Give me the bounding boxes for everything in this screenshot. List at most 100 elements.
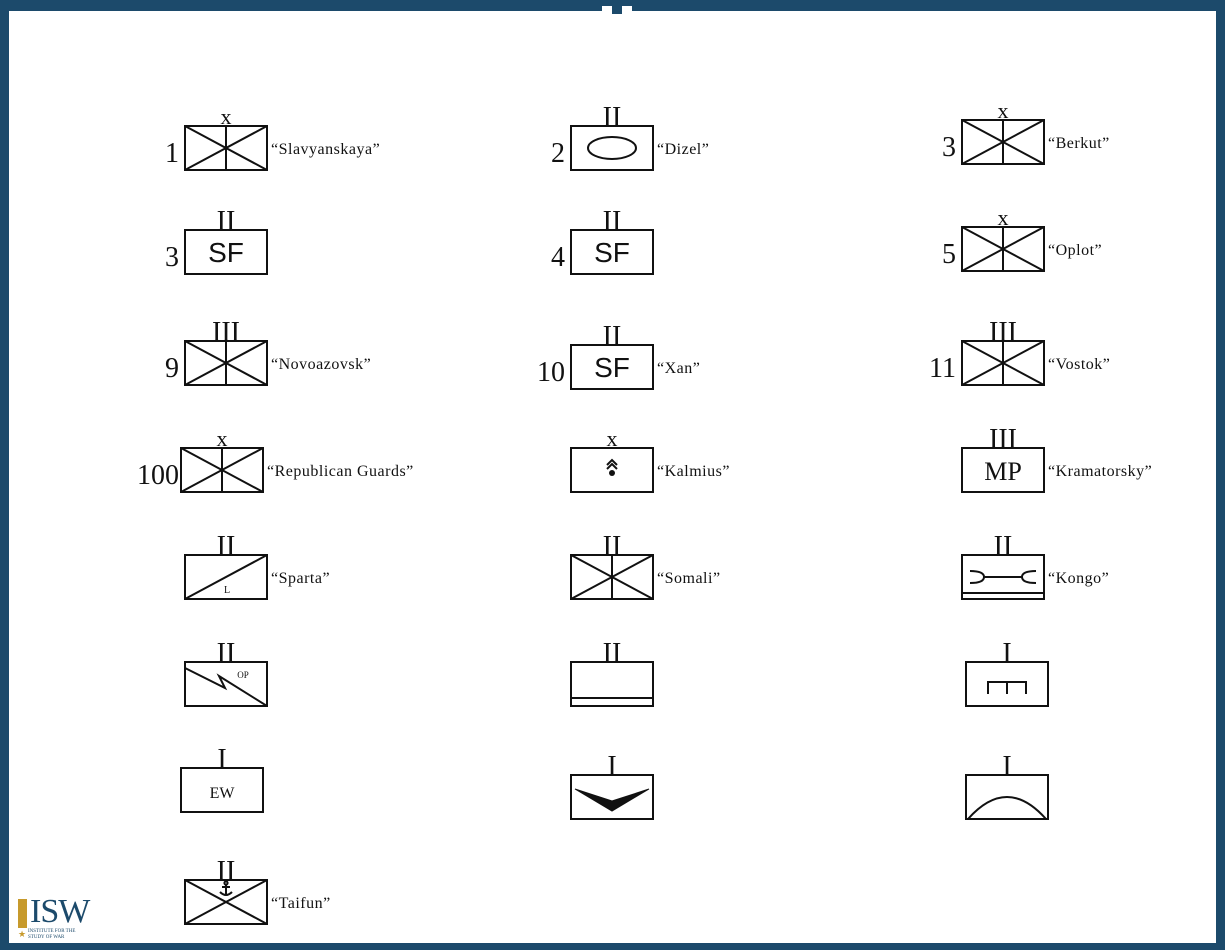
symbol-frame bbox=[570, 447, 654, 493]
unit-name: “Kramatorsky” bbox=[1048, 463, 1152, 480]
frame-right-border bbox=[1216, 0, 1225, 950]
unit-name: “Sparta” bbox=[271, 570, 330, 587]
unit-name: “Berkut” bbox=[1048, 135, 1110, 152]
logo-subtitle: INSTITUTE FOR THE STUDY OF WAR bbox=[28, 929, 76, 940]
echelon-mark: II bbox=[603, 321, 622, 352]
unit-number: 2 bbox=[551, 138, 565, 169]
symbol-frame bbox=[180, 767, 264, 813]
unit-number: 100 bbox=[137, 460, 179, 491]
unit-inner-label: SF bbox=[594, 352, 630, 383]
logo-bar bbox=[18, 899, 27, 928]
echelon-mark: x bbox=[607, 426, 618, 451]
unit-chevron: I bbox=[570, 751, 654, 820]
unit-kongo: II “Kongo” bbox=[961, 531, 1109, 600]
unit-name: “Taifun” bbox=[271, 895, 331, 912]
dot-icon bbox=[609, 470, 615, 476]
chevron-down-icon bbox=[574, 788, 650, 812]
bridge-icon bbox=[969, 570, 1037, 584]
unit-inner-label: MP bbox=[984, 457, 1022, 486]
tracks-icon bbox=[587, 136, 637, 160]
unit-slavyanskaya: x1“Slavyanskaya” bbox=[165, 104, 380, 171]
unit-kalmius: x“Kalmius” bbox=[570, 426, 729, 493]
logo-text: ISW bbox=[30, 893, 90, 930]
unit-name: “Republican Guards” bbox=[267, 463, 414, 480]
symbol-frame bbox=[965, 774, 1049, 820]
unit-name: “Kongo” bbox=[1048, 570, 1109, 587]
frame-left-border bbox=[0, 0, 9, 950]
symbol-frame bbox=[570, 229, 654, 275]
echelon-mark: II bbox=[603, 638, 622, 669]
unit-inner-label: L bbox=[224, 585, 230, 596]
unit-number: 4 bbox=[551, 242, 565, 273]
echelon-mark: II bbox=[217, 531, 236, 562]
unit-inner-label: SF bbox=[594, 237, 630, 268]
unit-number: 9 bbox=[165, 353, 179, 384]
echelon-mark: x bbox=[998, 98, 1009, 123]
unit-inner-label: EW bbox=[210, 785, 236, 802]
unit-air-defense: I bbox=[965, 751, 1049, 820]
chevron-up-icon bbox=[606, 458, 618, 470]
unit-somali: II “Somali” bbox=[570, 531, 721, 600]
unit-number: 3 bbox=[165, 242, 179, 273]
unit-engineer: I bbox=[965, 638, 1049, 707]
unit-berkut: x 3 “Berkut” bbox=[942, 98, 1110, 165]
echelon-mark: II bbox=[217, 206, 236, 237]
symbol-frame bbox=[961, 447, 1045, 493]
echelon-mark: II bbox=[994, 531, 1013, 562]
unit-inner-label: OP bbox=[237, 670, 249, 680]
star-icon: ★ bbox=[18, 929, 27, 939]
unit-name: “Dizel” bbox=[657, 141, 709, 158]
unit-oplot: x 5 “Oplot” bbox=[942, 205, 1102, 272]
symbol-frame bbox=[570, 125, 654, 171]
frame-bottom-border bbox=[0, 943, 1225, 950]
symbol-frame bbox=[184, 879, 268, 925]
echelon-mark: II bbox=[603, 206, 622, 237]
frame-notch bbox=[0, 0, 1225, 14]
echelon-mark: x bbox=[998, 205, 1009, 230]
unit-name: “Somali” bbox=[657, 570, 721, 587]
echelon-mark: II bbox=[217, 856, 236, 887]
unit-sparta: L II “Sparta” bbox=[184, 531, 330, 600]
symbol-frame bbox=[570, 344, 654, 390]
lightning-icon bbox=[184, 667, 268, 707]
symbol-frame bbox=[184, 661, 268, 707]
unit-number: 10 bbox=[537, 357, 565, 388]
unit-ew: EW I bbox=[180, 744, 264, 813]
unit-taifun: II “Taifun” bbox=[184, 856, 331, 925]
echelon-mark: III bbox=[989, 424, 1017, 455]
symbol-frame bbox=[965, 661, 1049, 707]
dome-icon bbox=[967, 796, 1047, 820]
unit-name: “Novoazovsk” bbox=[271, 356, 371, 373]
echelon-mark: II bbox=[603, 531, 622, 562]
echelon-mark: I bbox=[607, 751, 616, 782]
echelon-mark: II bbox=[217, 638, 236, 669]
unit-name: “Slavyanskaya” bbox=[271, 141, 380, 158]
anchor-icon bbox=[219, 884, 233, 896]
unit-number: 5 bbox=[942, 239, 956, 270]
anchor-ring bbox=[223, 880, 229, 886]
symbol-frame bbox=[184, 229, 268, 275]
unit-number: 1 bbox=[165, 138, 179, 169]
unit-dizel: II 2 “Dizel” bbox=[551, 102, 709, 171]
echelon-mark: I bbox=[1002, 751, 1011, 782]
diagonal-line bbox=[184, 554, 268, 600]
echelon-mark: x bbox=[217, 426, 228, 451]
isw-logo: ISW ★ INSTITUTE FOR THE STUDY OF WAR bbox=[16, 893, 90, 945]
symbol-frame bbox=[570, 774, 654, 820]
echelon-mark: I bbox=[1002, 638, 1011, 669]
symbol-frame bbox=[184, 554, 268, 600]
unit-name: “Oplot” bbox=[1048, 242, 1102, 259]
symbol-frame bbox=[961, 554, 1045, 600]
echelon-mark: III bbox=[212, 317, 240, 348]
echelon-mark: II bbox=[603, 102, 622, 133]
engineer-icon bbox=[987, 681, 1027, 694]
unit-number: 3 bbox=[942, 132, 956, 163]
echelon-mark: I bbox=[217, 744, 226, 775]
